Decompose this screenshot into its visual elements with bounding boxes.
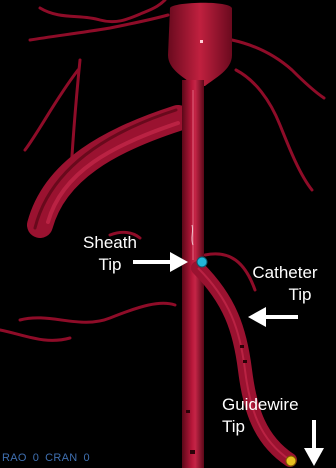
cran-label: CRAN xyxy=(45,452,77,464)
curved-branch-vessel xyxy=(40,118,178,225)
arrow-left-icon xyxy=(248,307,298,327)
rao-value: 0 xyxy=(33,452,39,464)
guidewire-tip-marker xyxy=(286,456,296,466)
sheath-tip-label: Sheath Tip xyxy=(80,232,140,276)
arrow-right-icon xyxy=(133,252,188,272)
projection-readout: RAO 0 CRAN 0 xyxy=(2,452,96,464)
sheath-tip-marker xyxy=(197,257,207,267)
sheath-tip-label-line2: Tip xyxy=(80,254,140,276)
catheter-tip-label: Catheter Tip xyxy=(242,262,328,306)
rao-label: RAO xyxy=(2,452,27,464)
cran-value: 0 xyxy=(84,452,90,464)
sheath-hub xyxy=(168,3,232,86)
guidewire-tip-label-line2: Tip xyxy=(222,416,318,438)
catheter-tip-label-line1: Catheter xyxy=(242,262,328,284)
guidewire-tip-label-line1: Guidewire xyxy=(222,394,318,416)
catheter-tip-label-line2: Tip xyxy=(242,284,328,306)
guidewire-tip-label: Guidewire Tip xyxy=(222,394,318,438)
sheath-tip-label-line1: Sheath xyxy=(80,232,140,254)
